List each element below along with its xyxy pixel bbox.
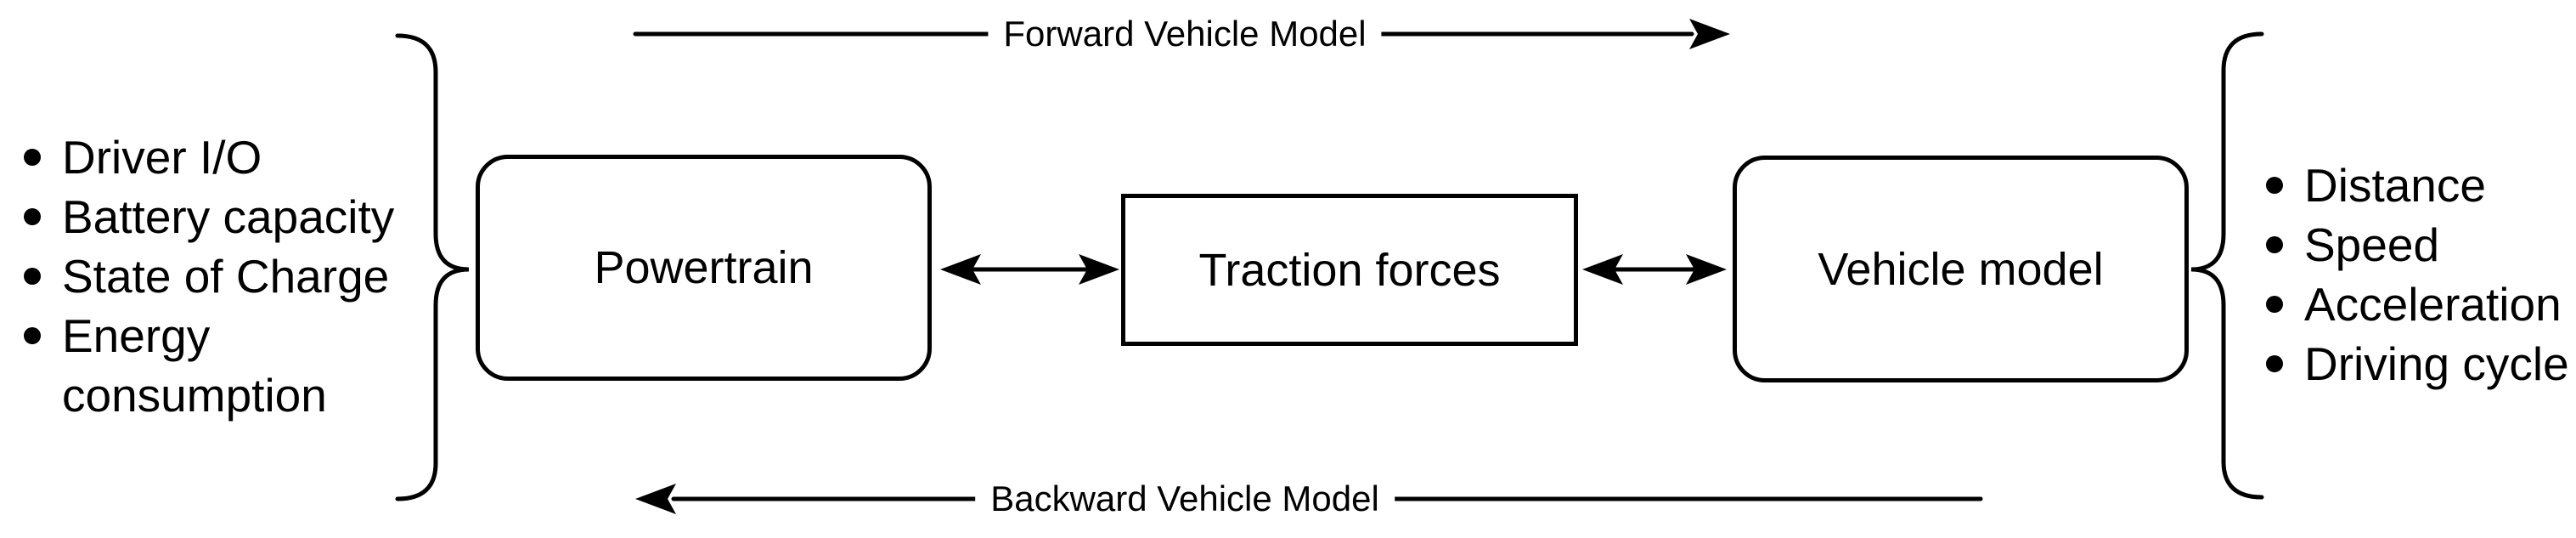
list-item: Speed xyxy=(2266,215,2569,275)
list-item-label: Speed xyxy=(2304,218,2440,271)
traction-vehicle-left-arrowhead-icon xyxy=(1582,254,1623,285)
bullet-icon xyxy=(24,208,41,225)
backward-arrowhead-icon xyxy=(635,484,676,514)
powertrain-box: Powertrain xyxy=(476,155,932,381)
list-item: Battery capacity xyxy=(24,187,423,246)
list-item-label: Driving cycle xyxy=(2304,337,2569,390)
output-list: Distance Speed Acceleration Driving cycl… xyxy=(2266,156,2569,394)
left-curly-brace-icon xyxy=(395,33,470,501)
backward-arrow-label: Backward Vehicle Model xyxy=(975,479,1395,519)
input-list: Driver I/O Battery capacity State of Cha… xyxy=(24,127,423,425)
vehicle-model-box-label: Vehicle model xyxy=(1818,243,2104,295)
forward-arrowhead-icon xyxy=(1689,19,1730,49)
list-item: Driver I/O xyxy=(24,127,423,187)
list-item-label: Battery capacity xyxy=(62,190,395,243)
powertrain-box-label: Powertrain xyxy=(594,242,814,293)
vehicle-model-box: Vehicle model xyxy=(1733,156,2189,382)
right-curly-brace-icon xyxy=(2190,31,2264,500)
list-item: State of Charge xyxy=(24,246,423,306)
list-item: Energy consumption xyxy=(24,306,423,425)
forward-arrow-label: Forward Vehicle Model xyxy=(988,14,1382,54)
traction-forces-box-label: Traction forces xyxy=(1198,244,1501,296)
list-item-label: State of Charge xyxy=(62,250,390,303)
list-item: Acceleration xyxy=(2266,275,2569,334)
powertrain-traction-right-arrowhead-icon xyxy=(1079,254,1119,285)
bullet-icon xyxy=(24,268,41,285)
list-item-label: Driver I/O xyxy=(62,131,262,184)
bullet-icon xyxy=(2266,296,2283,313)
list-item: Driving cycle xyxy=(2266,334,2569,394)
list-item-label: Energy consumption xyxy=(62,309,327,422)
list-item-label: Acceleration xyxy=(2304,278,2562,331)
traction-vehicle-right-arrowhead-icon xyxy=(1686,254,1727,285)
bullet-icon xyxy=(2266,177,2283,194)
traction-forces-box: Traction forces xyxy=(1121,194,1578,346)
powertrain-traction-left-arrowhead-icon xyxy=(940,254,981,285)
bullet-icon xyxy=(2266,236,2283,253)
bullet-icon xyxy=(2266,355,2283,372)
bullet-icon xyxy=(24,149,41,166)
list-item-label: Distance xyxy=(2304,159,2486,212)
bullet-icon xyxy=(24,327,41,344)
list-item: Distance xyxy=(2266,156,2569,215)
